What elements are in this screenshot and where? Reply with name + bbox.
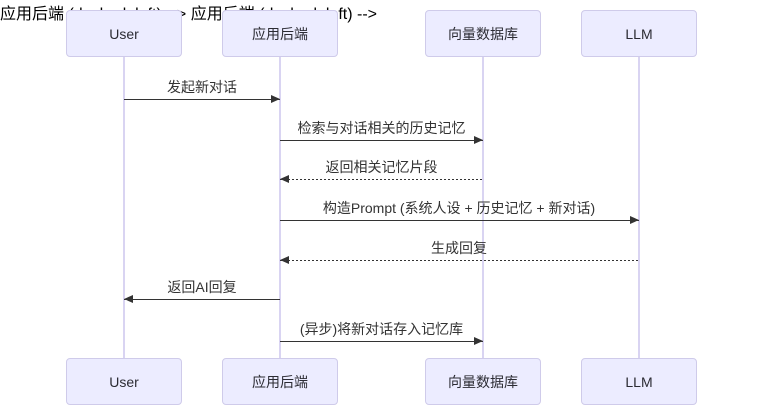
message-7-label: (异步)将新对话存入记忆库 — [299, 321, 464, 337]
lifeline-llm — [637, 57, 640, 358]
message-2-line — [280, 140, 483, 141]
actor-label: LLM — [625, 25, 653, 42]
message-6-line — [123, 299, 280, 300]
arrowhead-right-icon — [271, 95, 280, 103]
actor-top-vector-db: 向量数据库 — [425, 10, 541, 57]
lifeline-user — [122, 57, 125, 358]
arrowhead-left-icon — [123, 295, 133, 303]
message-3-line — [280, 179, 483, 180]
message-1-label: 发起新对话 — [167, 79, 237, 95]
actor-label: User — [109, 25, 139, 42]
arrowhead-right-icon — [474, 136, 483, 144]
actor-label: 向量数据库 — [448, 25, 518, 42]
message-6-label: 返回AI回复 — [167, 279, 237, 295]
message-4-line — [280, 220, 639, 221]
actor-top-app-backend: 应用后端 — [222, 10, 338, 57]
lifeline-app-backend — [279, 57, 281, 358]
arrowhead-left-icon — [280, 256, 289, 264]
actor-label: 应用后端 — [252, 25, 308, 42]
message-2-label: 检索与对话相关的历史记忆 — [297, 120, 466, 136]
message-3-label: 返回相关记忆片段 — [325, 159, 438, 175]
arrowhead-left-icon — [280, 175, 289, 183]
actor-bottom-vector-db: 向量数据库 — [425, 358, 541, 405]
actor-bottom-user: User — [66, 358, 182, 405]
actor-label: LLM — [625, 373, 653, 390]
actor-label: User — [109, 373, 139, 390]
actor-bottom-app-backend: 应用后端 — [222, 358, 338, 405]
lifeline-vector-db — [482, 57, 484, 358]
arrowhead-right-icon — [629, 216, 639, 224]
actor-top-llm: LLM — [581, 10, 697, 57]
actor-bottom-llm: LLM — [581, 358, 697, 405]
actor-label: 向量数据库 — [448, 373, 518, 390]
message-4-label: 构造Prompt (系统人设 + 历史记忆 + 新对话) — [322, 200, 596, 216]
message-1-line — [123, 99, 280, 100]
message-5-label: 生成回复 — [431, 240, 487, 256]
message-7-line — [280, 341, 483, 342]
actor-top-user: User — [66, 10, 182, 57]
arrowhead-right-icon — [474, 337, 483, 345]
message-5-line — [280, 260, 639, 261]
actor-label: 应用后端 — [252, 373, 308, 390]
